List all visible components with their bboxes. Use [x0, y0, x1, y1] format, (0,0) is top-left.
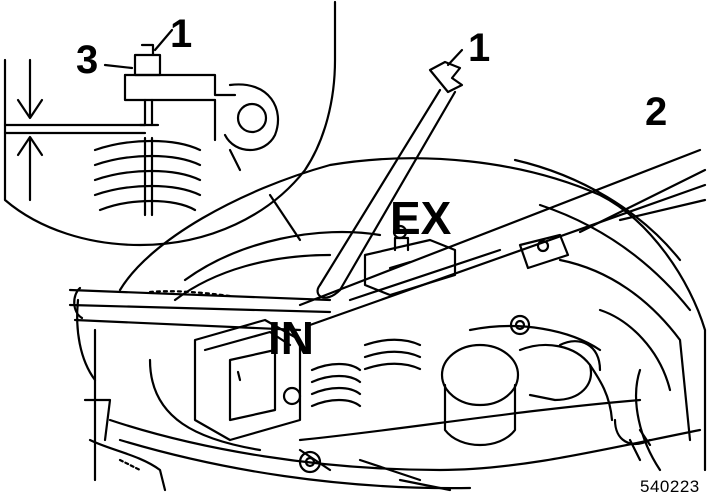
figure-code: 540223 — [640, 477, 700, 496]
push-rod-components — [440, 340, 652, 462]
label-intake: IN — [268, 312, 314, 364]
label-exhaust: EX — [390, 192, 452, 244]
leader-lines — [446, 48, 464, 67]
inset-detail — [3, 0, 337, 247]
valve-springs — [310, 338, 422, 408]
feeler-gauge — [298, 148, 707, 327]
callout-1-wrench: 1 — [468, 26, 491, 70]
wrench — [316, 60, 464, 299]
callout-3-inset: 3 — [76, 38, 99, 82]
head-rim — [173, 230, 642, 474]
callout-1-inset: 1 — [170, 12, 193, 56]
screwdriver — [68, 286, 332, 332]
intake-rocker-block — [193, 318, 302, 442]
callout-2-feeler-gauge: 2 — [645, 90, 668, 134]
lower-details — [83, 398, 452, 492]
